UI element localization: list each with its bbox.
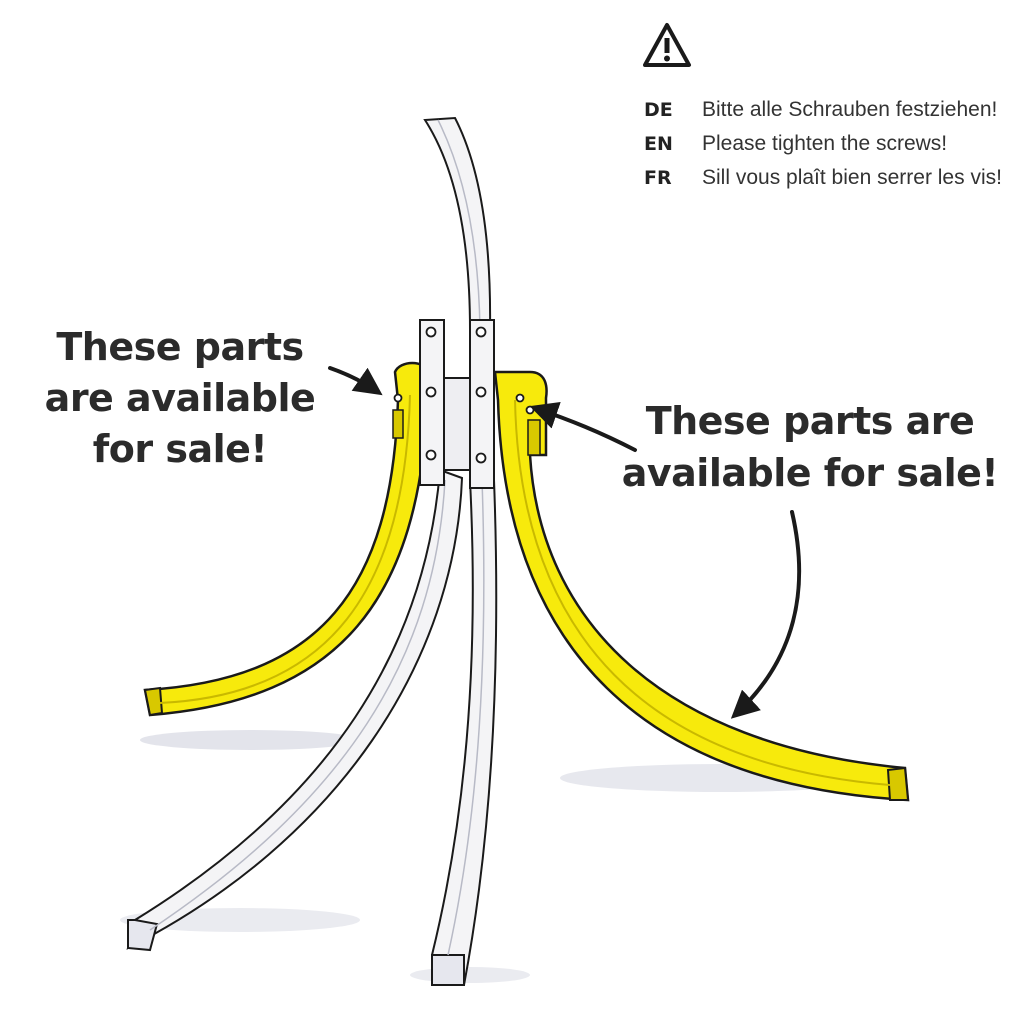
callout-left: These parts are available for sale! bbox=[30, 322, 330, 475]
arrow-right-top-icon bbox=[529, 402, 637, 452]
white-leg-left bbox=[126, 468, 464, 952]
white-leg-center bbox=[431, 479, 498, 986]
callout-line: are available bbox=[44, 376, 316, 420]
lang-code: FR bbox=[644, 167, 672, 189]
callout-line: available for sale! bbox=[621, 451, 999, 495]
screw-icons bbox=[393, 326, 535, 464]
warning-block: DE Bitte alle Schrauben festziehen! EN P… bbox=[636, 20, 1016, 189]
callout-right: These parts are available for sale! bbox=[620, 395, 1000, 499]
callout-line: These parts are bbox=[645, 399, 975, 443]
arrow-left-icon bbox=[328, 366, 383, 396]
warning-text: Sill vous plaît bien serrer les vis! bbox=[702, 166, 1002, 189]
upper-arc bbox=[423, 116, 492, 331]
bracket-plates bbox=[393, 319, 535, 489]
lang-code: EN bbox=[644, 133, 673, 155]
warning-text: Please tighten the screws! bbox=[702, 132, 948, 155]
warning-text: Bitte alle Schrauben festziehen! bbox=[702, 98, 998, 121]
callout-line: These parts bbox=[56, 325, 304, 369]
callout-arrows bbox=[328, 366, 802, 719]
lang-code: DE bbox=[644, 99, 673, 121]
arrow-right-bottom-icon bbox=[730, 510, 802, 719]
warning-triangle-icon bbox=[643, 23, 691, 67]
callout-line: for sale! bbox=[92, 427, 268, 471]
